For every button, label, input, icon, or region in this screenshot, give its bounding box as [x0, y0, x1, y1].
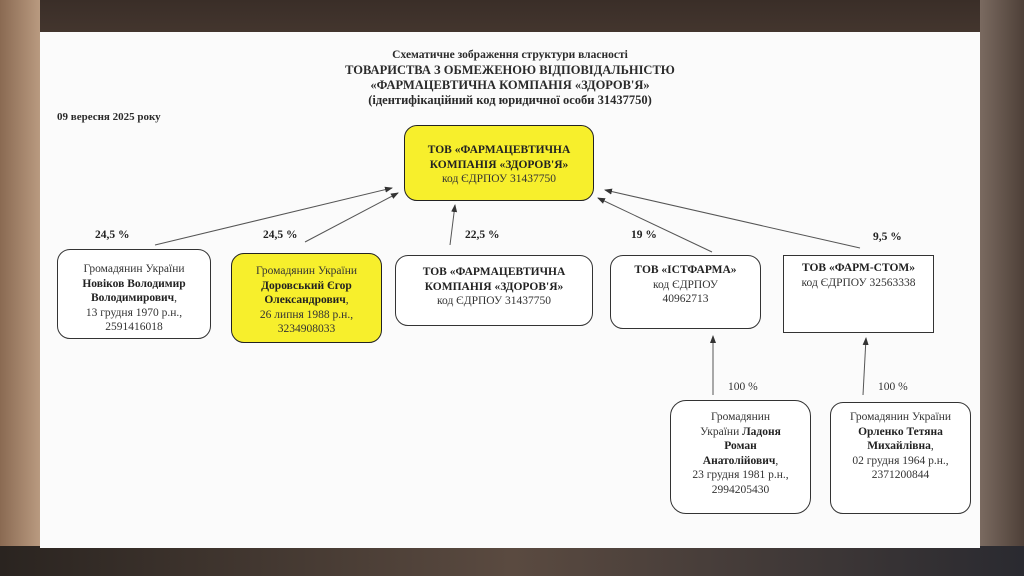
owner-name: Ладоня — [742, 425, 781, 438]
ownership-structure-document: Схематичне зображення структури власност… — [40, 32, 980, 548]
owner-dob: 13 грудня 1970 р.н., — [85, 306, 183, 319]
arrow — [597, 197, 713, 253]
owner-prefix: України — [700, 425, 740, 438]
document-date: 09 вересня 2025 року — [57, 111, 161, 123]
owner-box-novikov: Громадянин України Новіков Володимир Вол… — [57, 249, 211, 339]
owner-prefix: Громадянин — [710, 411, 771, 423]
root-company-box: ТОВ «ФАРМАЦЕВТИЧНА КОМПАНІЯ «ЗДОРОВ'Я» к… — [404, 125, 594, 201]
share-label: 100 % — [728, 381, 758, 393]
owner-name: Михайлівна — [867, 440, 931, 452]
title-line: «ФАРМАЦЕВТИЧНА КОМПАНІЯ «ЗДОРОВ'Я» — [370, 78, 650, 92]
share-label: 9,5 % — [873, 231, 902, 243]
title-line: ТОВАРИСТВА З ОБМЕЖЕНОЮ ВІДПОВІДАЛЬНІСТЮ — [345, 63, 675, 77]
company-code: код ЄДРПОУ 31437750 — [437, 295, 551, 307]
company-name: ТОВ «ІСТФАРМА» — [634, 264, 737, 276]
company-name: КОМПАНІЯ «ЗДОРОВ'Я» — [424, 280, 564, 293]
owner-name: Володимирович — [90, 292, 175, 304]
owner-box-farm-stom: ТОВ «ФАРМ-СТОМ» код ЄДРПОУ 32563338 — [783, 255, 934, 333]
company-code: код ЄДРПОУ 32563338 — [801, 276, 916, 289]
share-label: 100 % — [878, 381, 908, 393]
title-line: Схематичне зображення структури власност… — [392, 49, 628, 61]
owner-id: 2994205430 — [711, 483, 770, 496]
company-name: ТОВ «ФАРМ-СТОМ» — [801, 262, 916, 274]
blurred-background-bottom — [0, 546, 1024, 576]
company-code: код ЄДРПОУ — [652, 278, 719, 291]
owner-prefix: Громадянин України — [255, 265, 358, 277]
share-label: 22,5 % — [465, 229, 500, 241]
owner-box-ladonia: Громадянин України Ладоня Роман Анатолій… — [670, 400, 811, 514]
arrow — [862, 337, 869, 396]
owner-name: Орленко Тетяна — [858, 425, 943, 438]
owner-id: 3234908033 — [277, 323, 336, 335]
company-name: ТОВ «ФАРМАЦЕВТИЧНА — [422, 266, 566, 278]
owner-dob: 26 липня 1988 р.н., — [259, 308, 354, 321]
owner-box-istpharma: ТОВ «ІСТФАРМА» код ЄДРПОУ 40962713 — [610, 255, 761, 329]
share-label: 24,5 % — [263, 229, 298, 241]
arrow — [604, 188, 861, 249]
owner-dob: 02 грудня 1964 р.н., — [852, 454, 949, 467]
company-code: 40962713 — [662, 293, 709, 305]
company-name: ТОВ «ФАРМАЦЕВТИЧНА — [427, 144, 571, 156]
owner-id: 2591416018 — [105, 321, 163, 333]
owner-prefix: Громадянин України — [849, 411, 952, 423]
owner-name: Доровський Єгор — [261, 279, 352, 292]
owner-box-dorovskyi: Громадянин України Доровський Єгор Олекс… — [231, 253, 382, 343]
share-label: 24,5 % — [95, 229, 130, 241]
share-label: 19 % — [631, 229, 657, 241]
owner-box-self: ТОВ «ФАРМАЦЕВТИЧНА КОМПАНІЯ «ЗДОРОВ'Я» к… — [395, 255, 593, 326]
owner-name: Роман — [724, 440, 757, 452]
blurred-background-left — [0, 0, 40, 576]
owner-id: 2371200844 — [871, 469, 930, 481]
owner-name: Новіков Володимир — [82, 277, 186, 290]
company-code: код ЄДРПОУ 31437750 — [442, 173, 556, 185]
ownership-arrows — [154, 186, 869, 396]
owner-box-orlenko: Громадянин України Орленко Тетяна Михайл… — [830, 402, 971, 514]
owner-name: Олександрович — [264, 294, 346, 306]
company-name: КОМПАНІЯ «ЗДОРОВ'Я» — [429, 158, 569, 171]
document-title: Схематичне зображення структури власност… — [40, 48, 980, 108]
blurred-background-right — [980, 0, 1024, 576]
arrow — [304, 192, 399, 243]
arrow — [449, 204, 458, 246]
owner-dob: 23 грудня 1981 р.н., — [692, 469, 789, 481]
owner-prefix: Громадянин України — [83, 263, 185, 275]
owner-name: Анатолійович — [702, 454, 776, 467]
title-line: (ідентифікаційний код юридичної особи 31… — [368, 93, 652, 107]
arrow — [154, 186, 393, 246]
